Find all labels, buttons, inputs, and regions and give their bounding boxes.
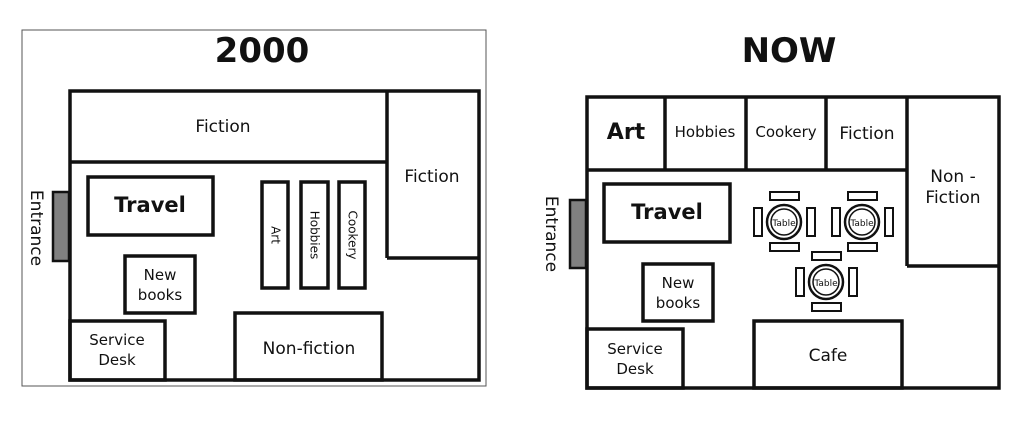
shelf-art: Art xyxy=(269,226,283,244)
chair-top xyxy=(811,251,842,261)
entrance-door-now xyxy=(568,198,588,270)
room-travel-now-box xyxy=(602,182,732,244)
table-label: Table xyxy=(771,219,796,229)
chair-left xyxy=(831,207,841,237)
room-non-fiction: Non-fiction xyxy=(263,339,356,359)
chair-top xyxy=(847,191,878,201)
room-service-desk-line2: Desk xyxy=(98,351,136,369)
room-new-books-now-line2: books xyxy=(656,294,701,312)
room-fiction-now: Fiction xyxy=(839,124,894,144)
room-non-fiction-now-line2: Fiction xyxy=(925,188,980,208)
table-label: Table xyxy=(813,279,838,289)
plan-2000-frame xyxy=(21,29,487,387)
room-new-books-box xyxy=(123,254,197,315)
chair-bottom xyxy=(847,242,878,252)
table-round xyxy=(765,203,803,241)
room-new-books-line2: books xyxy=(138,286,183,304)
room-cookery-now: Cookery xyxy=(755,123,816,141)
plan-2000: 2000 Fiction Fiction Travel Art Hobbies … xyxy=(21,29,487,387)
plan-now-title: NOW xyxy=(742,31,837,71)
room-travel-now: Travel xyxy=(631,200,703,224)
room-art-now: Art xyxy=(607,120,646,145)
room-new-books-now-box xyxy=(641,262,715,323)
shelf-cookery-box xyxy=(337,180,367,290)
entrance-label-now: Entrance xyxy=(541,196,561,272)
shelf-hobbies: Hobbies xyxy=(308,211,322,260)
room-fiction-right: Fiction xyxy=(404,167,459,187)
room-fiction-top: Fiction xyxy=(195,117,250,137)
room-non-fiction-now-line1: Non - xyxy=(930,167,975,187)
plan-2000-title: 2000 xyxy=(215,31,310,71)
table-inner xyxy=(812,268,840,296)
room-cafe-box xyxy=(752,319,904,390)
chair-left xyxy=(795,267,805,297)
plan-now: NOW Art Hobbies Cookery Fiction Non - Fi… xyxy=(541,31,1001,390)
room-new-books-now-line1: New xyxy=(662,274,695,292)
table-round xyxy=(807,263,845,301)
cafe-table-2: Table xyxy=(831,191,894,252)
room-service-desk-now-box xyxy=(585,327,685,390)
room-service-desk-box xyxy=(68,319,167,382)
chair-bottom xyxy=(769,242,800,252)
table-inner xyxy=(770,208,798,236)
room-travel-box xyxy=(86,175,215,237)
chair-right xyxy=(884,207,894,237)
chair-bottom xyxy=(811,302,842,312)
room-service-desk-line1: Service xyxy=(89,331,144,349)
shelf-art-box xyxy=(260,180,290,290)
room-service-desk-now-line2: Desk xyxy=(616,360,654,378)
room-non-fiction-box xyxy=(233,311,384,382)
chair-right xyxy=(848,267,858,297)
chair-top xyxy=(769,191,800,201)
room-cafe: Cafe xyxy=(809,346,848,366)
table-label: Table xyxy=(849,219,874,229)
room-travel: Travel xyxy=(114,193,186,217)
chair-left xyxy=(753,207,763,237)
table-inner xyxy=(848,208,876,236)
table-round xyxy=(843,203,881,241)
chair-right xyxy=(806,207,816,237)
room-service-desk-now-line1: Service xyxy=(607,340,662,358)
cafe-table-1: Table xyxy=(753,191,816,252)
shelf-hobbies-box xyxy=(299,180,330,290)
room-new-books-line1: New xyxy=(144,266,177,284)
room-hobbies-now: Hobbies xyxy=(675,123,736,141)
entrance-door-2000 xyxy=(51,190,71,263)
cafe-table-3: Table xyxy=(795,251,858,312)
shelf-cookery: Cookery xyxy=(346,210,360,259)
entrance-label-2000: Entrance xyxy=(26,190,46,266)
